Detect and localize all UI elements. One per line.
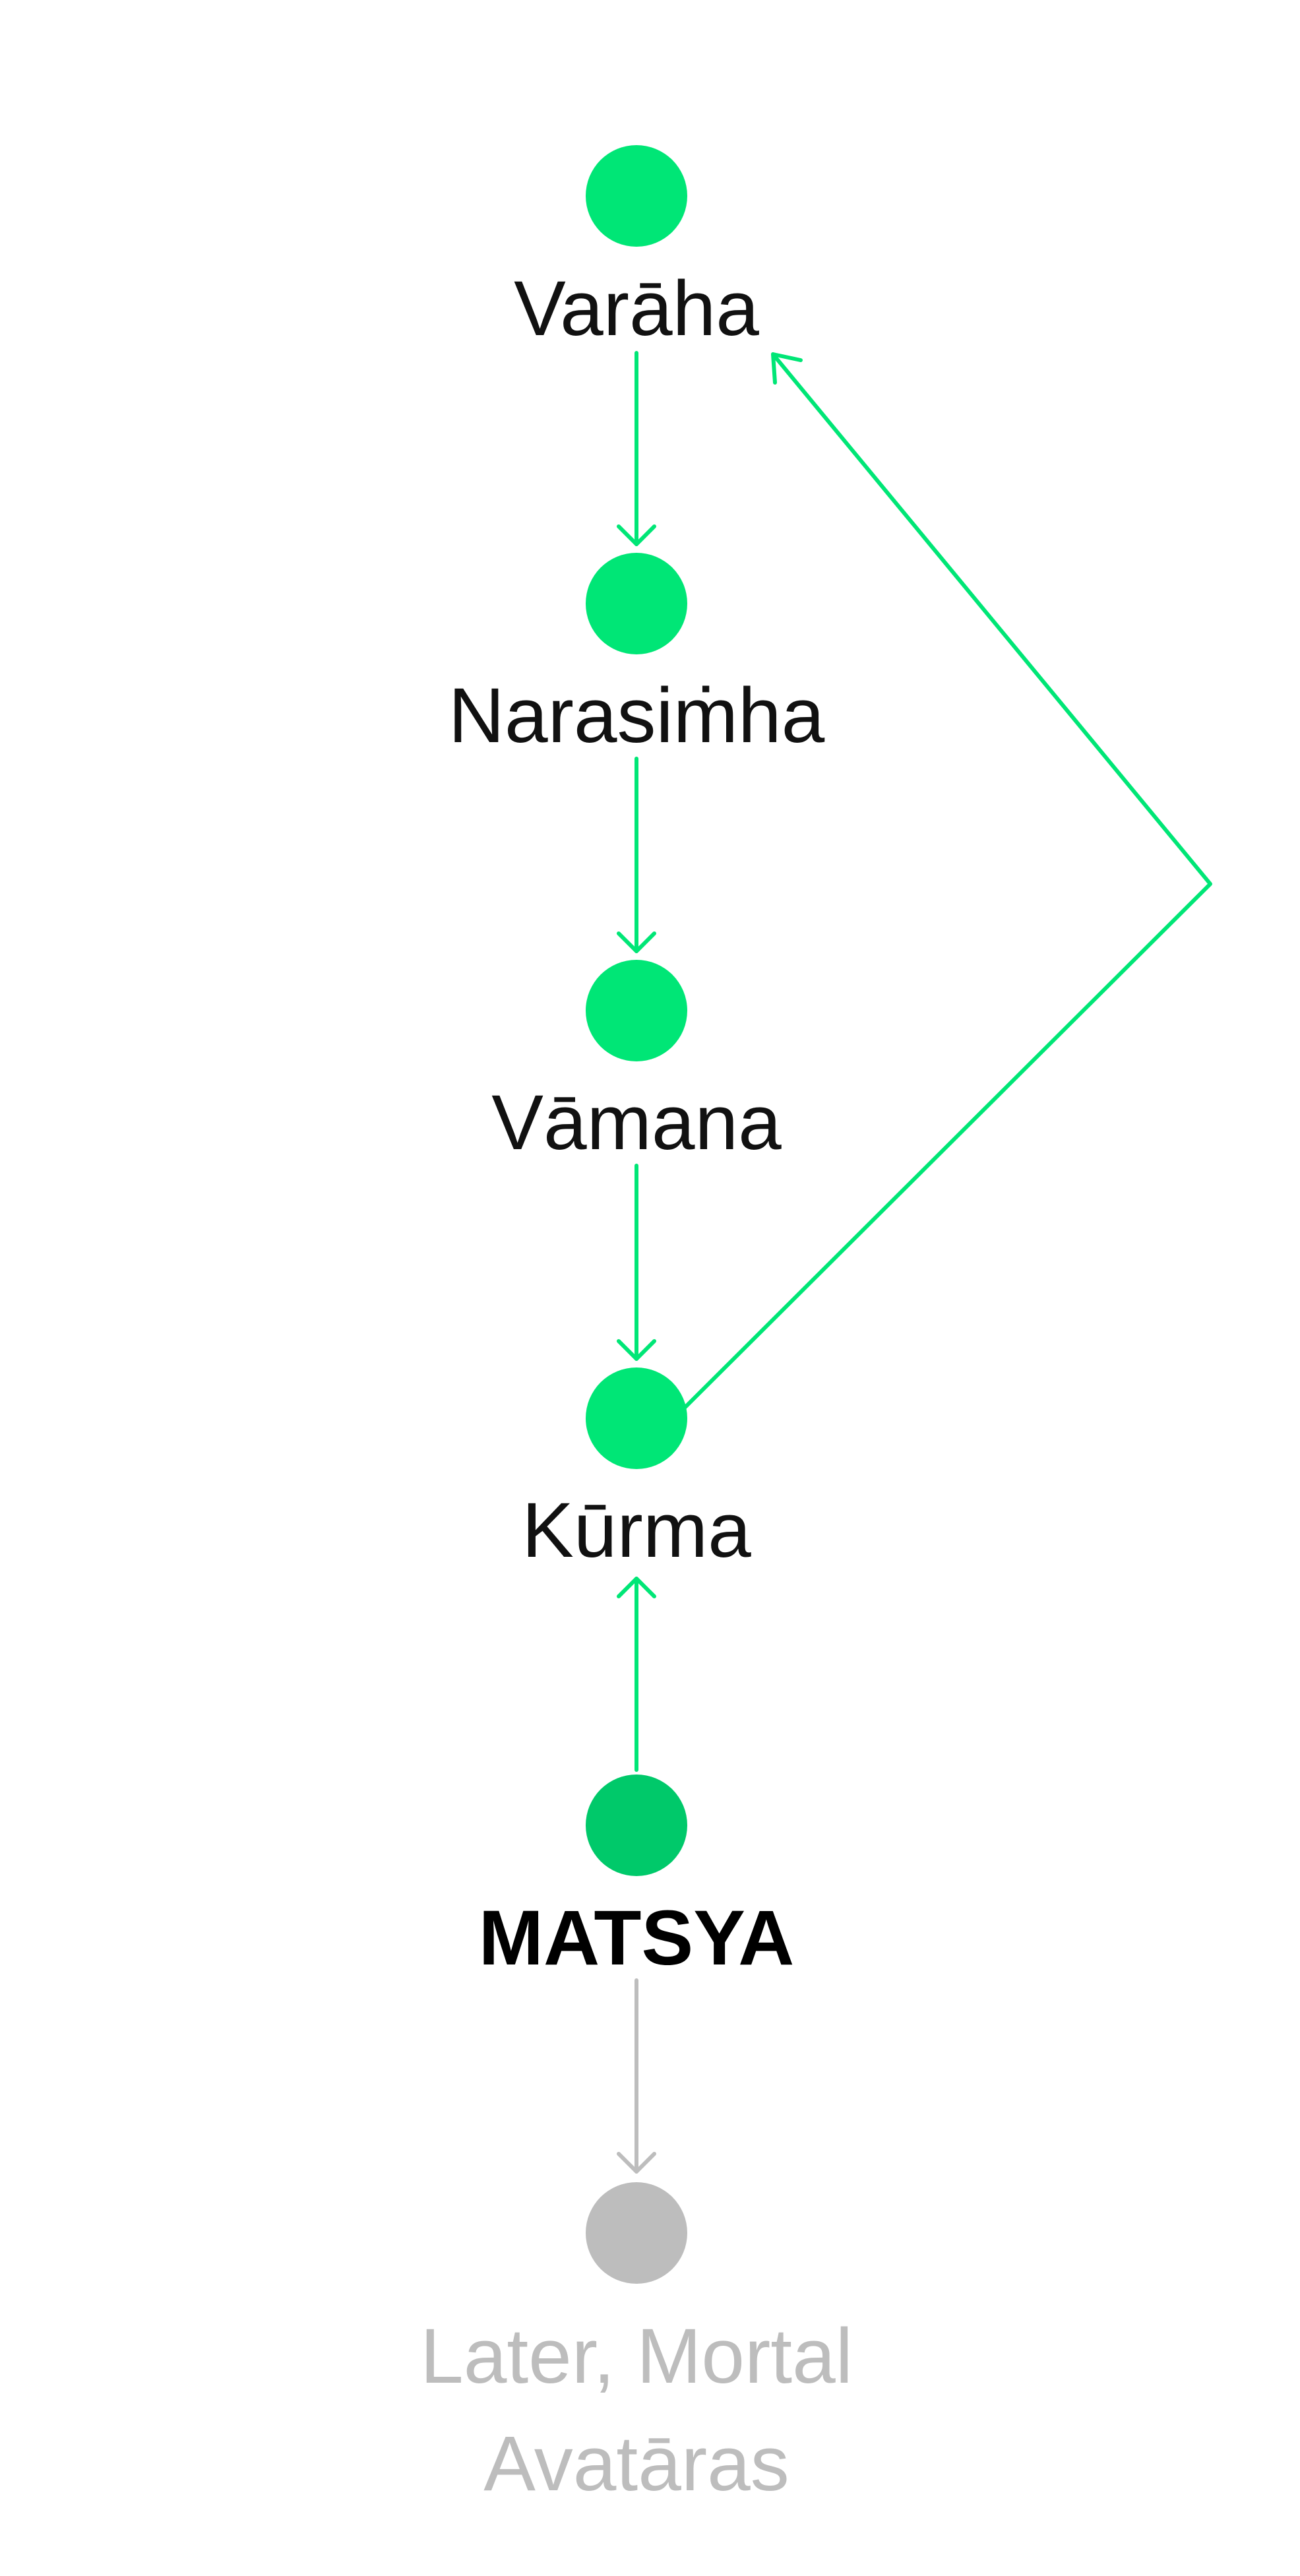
edges [617, 351, 1212, 2174]
arrowhead-icon [617, 931, 656, 953]
node-label: Varāha [514, 265, 759, 352]
arrowhead-icon [617, 524, 656, 546]
node-label: Narasiṁha [449, 672, 825, 759]
edge-matsya-to-kurma [617, 1577, 656, 1772]
node-dot [586, 145, 687, 247]
node-later-mortal-avataras: Later, Mortal Avatāras [420, 2182, 853, 2507]
node-label: MATSYA [479, 1895, 795, 1982]
node-dot [586, 960, 687, 1061]
node-narasimha: Narasiṁha [449, 553, 825, 759]
node-dot [586, 2182, 687, 2284]
arrowhead-icon [771, 352, 803, 385]
node-vamana: Vāmana [491, 960, 782, 1166]
arrowhead-icon [617, 2152, 656, 2174]
edge-vamana-to-kurma [617, 1164, 656, 1361]
arrowhead-icon [617, 1577, 656, 1598]
edge-narasimha-to-vamana [617, 757, 656, 953]
node-label-line-2: Avatāras [483, 2420, 789, 2507]
node-dot [586, 1367, 687, 1469]
edge-line [682, 352, 1212, 1410]
edge-matsya-to-later [617, 1978, 656, 2174]
arrowhead-icon [617, 1339, 656, 1361]
node-label: Kūrma [522, 1487, 751, 1574]
node-label: Vāmana [491, 1079, 782, 1166]
node-dot [586, 1775, 687, 1876]
node-label-line-1: Later, Mortal [420, 2313, 853, 2400]
edge-kurma-to-varaha-loop [682, 352, 1212, 1410]
node-kurma: Kūrma [522, 1367, 751, 1574]
node-varaha: Varāha [514, 145, 759, 352]
edge-varaha-to-narasimha [617, 351, 656, 546]
node-matsya: MATSYA [479, 1775, 795, 1982]
node-dot [586, 553, 687, 654]
